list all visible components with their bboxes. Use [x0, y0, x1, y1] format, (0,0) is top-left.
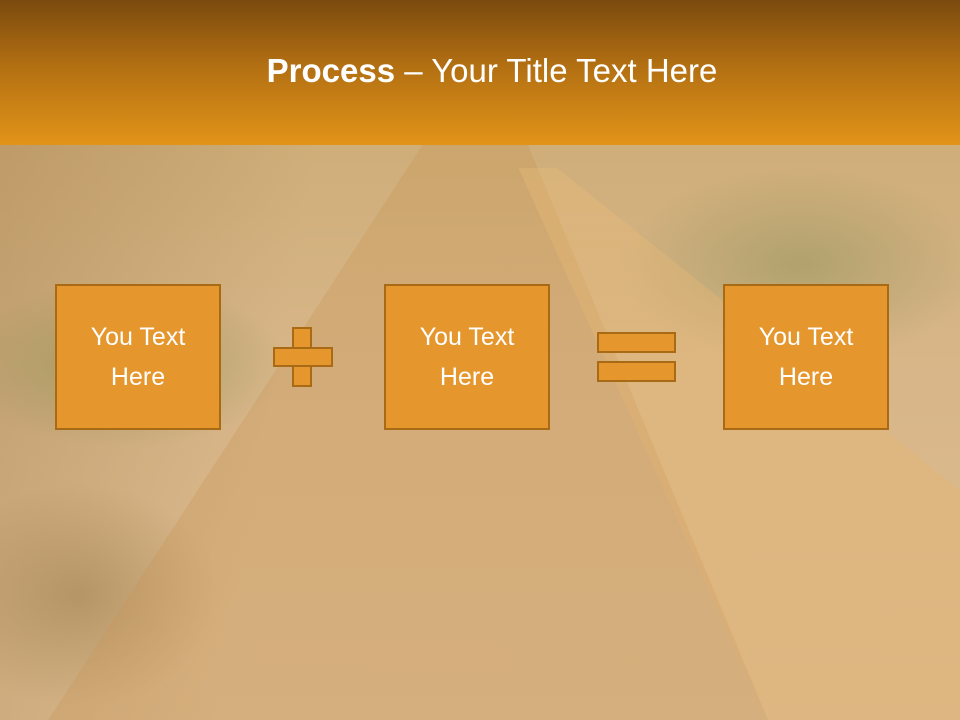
title-rest: – Your Title Text Here: [395, 52, 718, 89]
slide-title: Process – Your Title Text Here: [0, 52, 960, 90]
background-photo: [0, 145, 960, 720]
title-bar: Process – Your Title Text Here: [0, 0, 960, 145]
process-box-2: You Text Here: [384, 284, 550, 430]
process-box-3-text: You Text Here: [758, 323, 854, 391]
process-box-1: You Text Here: [55, 284, 221, 430]
process-box-2-text: You Text Here: [419, 323, 515, 391]
process-box-3: You Text Here: [723, 284, 889, 430]
title-bold: Process: [266, 52, 396, 89]
process-box-1-text: You Text Here: [90, 323, 186, 391]
